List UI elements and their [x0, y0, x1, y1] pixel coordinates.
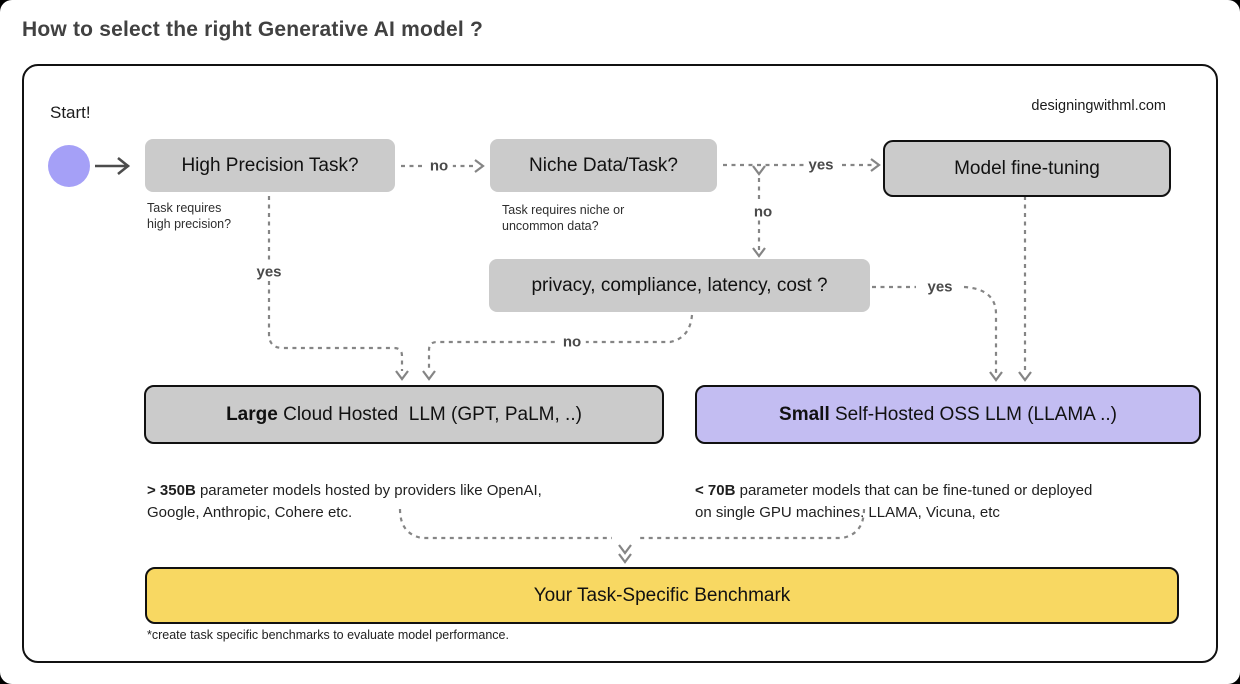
edge-no-privacy-to-large — [427, 314, 694, 371]
arrowhead — [395, 370, 409, 381]
node-label: Model fine-tuning — [954, 157, 1100, 179]
edge-yes-privacy-to-small — [872, 285, 998, 374]
arrowhead — [1018, 371, 1032, 382]
caption-high-precision: Task requires high precision? — [147, 201, 232, 232]
node-label: High Precision Task? — [181, 154, 359, 176]
watermark-url: designingwithml.com — [1031, 98, 1166, 114]
node-small-oss-llm: Small Self-Hosted OSS LLM (LLAMA ..) — [695, 385, 1201, 444]
node-niche-data-task: Niche Data/Task? — [490, 139, 717, 192]
node-label-bold: Small — [779, 403, 830, 425]
edge-label-yes-privacy: yes — [922, 278, 958, 296]
start-node-icon — [48, 145, 90, 187]
edge-label-no-privacy: no — [557, 333, 587, 351]
flowchart-canvas: Start! designingwithml.com — [22, 64, 1218, 663]
node-label: Self-Hosted OSS LLM (LLAMA ..) — [829, 403, 1117, 425]
caption-small-llm: < 70B parameter models that can be fine-… — [695, 481, 1093, 521]
edge-label-yes-niche: yes — [803, 156, 839, 174]
node-label: Your Task-Specific Benchmark — [533, 584, 791, 606]
node-privacy-compliance: privacy, compliance, latency, cost ? — [489, 259, 870, 312]
edge-label-no-highprecision: no — [424, 157, 454, 175]
page-title: How to select the right Generative AI mo… — [22, 18, 483, 41]
edge-start-to-highprecision — [95, 156, 131, 176]
node-label: Cloud Hosted LLM (GPT, PaLM, ..) — [277, 403, 582, 425]
arrowhead — [989, 371, 1003, 382]
arrowhead-branch — [752, 165, 766, 176]
node-task-benchmark: Your Task-Specific Benchmark — [145, 567, 1179, 624]
arrowhead — [870, 158, 881, 172]
node-large-cloud-llm: Large Cloud Hosted LLM (GPT, PaLM, ..) — [144, 385, 664, 444]
node-label-bold: Large — [226, 403, 278, 425]
node-label: Niche Data/Task? — [529, 154, 678, 176]
edge-yes-highprecision-to-large — [267, 196, 404, 371]
arrowhead — [752, 247, 766, 258]
node-label: privacy, compliance, latency, cost ? — [531, 274, 828, 296]
start-label: Start! — [50, 103, 91, 122]
flow-connectors — [95, 156, 1032, 564]
arrowhead — [474, 159, 485, 173]
edge-label-yes-highprecision: yes — [251, 263, 287, 281]
node-high-precision-task: High Precision Task? — [145, 139, 395, 192]
arrowhead — [422, 370, 436, 381]
edge-label-no-niche: no — [748, 203, 778, 221]
node-model-fine-tuning: Model fine-tuning — [883, 140, 1171, 197]
benchmark-footnote: *create task specific benchmarks to eval… — [147, 628, 509, 642]
caption-large-llm: > 350B parameter models hosted by provid… — [147, 481, 542, 521]
caption-niche: Task requires niche or uncommon data? — [502, 203, 625, 234]
arrowhead-double — [618, 544, 632, 564]
